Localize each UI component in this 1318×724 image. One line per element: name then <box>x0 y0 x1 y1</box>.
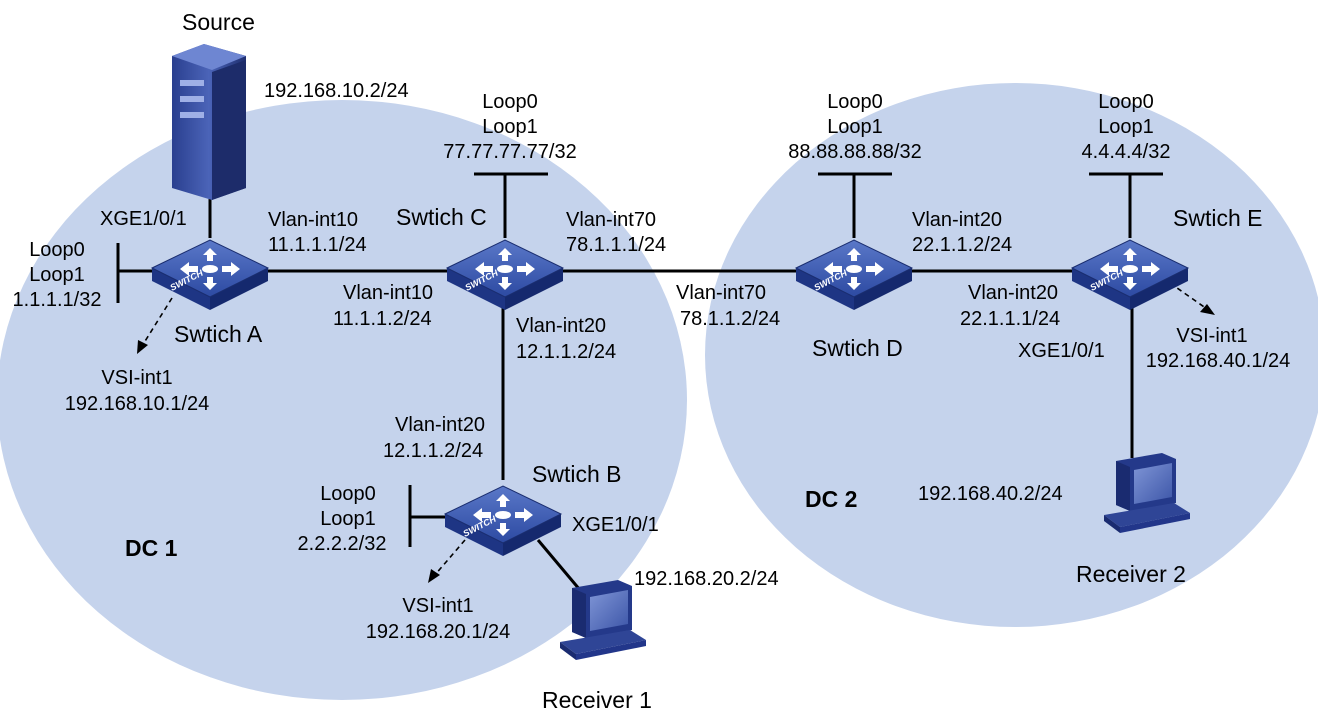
receiver-1-icon[interactable] <box>560 580 646 660</box>
link-a-c-a-ip: 11.1.1.1/24 <box>268 234 367 256</box>
switch-c-name: Swtich C <box>396 204 487 230</box>
link-d-e-e-if: Vlan-int20 <box>968 282 1058 304</box>
receiver-1-ip: 192.168.20.2/24 <box>634 568 779 590</box>
switch-e-loop1: Loop1 <box>1098 116 1154 138</box>
link-b-receiver1 <box>536 539 582 591</box>
switch-b-vsi-name: VSI-int1 <box>402 595 473 617</box>
link-a-c-c-if: Vlan-int10 <box>343 282 433 304</box>
link-d-e-d-ip: 22.1.1.2/24 <box>912 234 1012 256</box>
dc1-label: DC 1 <box>125 535 178 561</box>
switch-a-loop1: Loop1 <box>29 264 85 286</box>
switch-a-name: Swtich A <box>174 321 263 347</box>
switch-d-loop1: Loop1 <box>827 116 883 138</box>
link-c-d-c-ip: 78.1.1.1/24 <box>566 234 666 256</box>
switch-e-port: XGE1/0/1 <box>1018 340 1105 362</box>
switch-e-icon[interactable]: SWITCH <box>1071 239 1189 311</box>
switch-b-loop1: Loop1 <box>320 508 376 530</box>
link-c-d-d-ip: 78.1.1.2/24 <box>680 308 780 330</box>
switch-d-loop0: Loop0 <box>827 91 883 113</box>
switch-e-loop0: Loop0 <box>1098 91 1154 113</box>
switch-d-name: Swtich D <box>812 335 903 361</box>
switch-a-loop-ip: 1.1.1.1/32 <box>13 289 102 311</box>
link-c-d-c-if: Vlan-int70 <box>566 209 656 231</box>
source-ip: 192.168.10.2/24 <box>264 80 409 102</box>
vsi-arrow-a <box>137 297 173 354</box>
switch-a-vsi-name: VSI-int1 <box>101 367 172 389</box>
vsi-arrow-b <box>428 539 466 583</box>
link-c-d-d-if: Vlan-int70 <box>676 282 766 304</box>
switch-a-vsi-ip: 192.168.10.1/24 <box>65 393 210 415</box>
receiver-2-label: Receiver 2 <box>1076 561 1186 587</box>
switch-b-loop-ip: 2.2.2.2/32 <box>298 533 387 555</box>
switch-e-vsi-ip: 192.168.40.1/24 <box>1146 350 1291 372</box>
switch-c-icon[interactable]: SWITCH <box>446 239 564 311</box>
link-c-b-b-if: Vlan-int20 <box>395 414 485 436</box>
switch-d-icon[interactable]: SWITCH <box>795 239 913 311</box>
receiver-1-label: Receiver 1 <box>542 687 652 713</box>
link-a-c-c-ip: 11.1.1.2/24 <box>333 308 432 330</box>
source-label: Source <box>182 9 255 35</box>
switch-e-loop-ip: 4.4.4.4/32 <box>1082 141 1171 163</box>
switch-a-port: XGE1/0/1 <box>100 208 187 230</box>
switch-e-vsi-name: VSI-int1 <box>1176 325 1247 347</box>
switch-e-name: Swtich E <box>1173 205 1262 231</box>
link-d-e-e-ip: 22.1.1.1/24 <box>960 308 1060 330</box>
switch-b-loop0: Loop0 <box>320 483 376 505</box>
server-icon <box>172 44 246 200</box>
receiver-2-ip: 192.168.40.2/24 <box>918 483 1063 505</box>
link-c-b-c-if: Vlan-int20 <box>516 315 606 337</box>
switch-c-loop-ip: 77.77.77.77/32 <box>443 141 576 163</box>
switch-a-icon[interactable]: SWITCH <box>151 239 269 311</box>
switch-a-loop0: Loop0 <box>29 239 85 261</box>
link-c-b-b-ip: 12.1.1.2/24 <box>383 440 483 462</box>
switch-b-port: XGE1/0/1 <box>572 514 659 536</box>
vsi-arrow-e <box>1169 282 1215 315</box>
link-d-e-d-if: Vlan-int20 <box>912 209 1002 231</box>
switch-c-loop1: Loop1 <box>482 116 538 138</box>
link-c-b-c-ip: 12.1.1.2/24 <box>516 341 616 363</box>
link-a-c-a-if: Vlan-int10 <box>268 209 358 231</box>
dc2-label: DC 2 <box>805 486 857 512</box>
switch-b-icon[interactable]: SWITCH <box>444 485 562 557</box>
switch-b-name: Swtich B <box>532 461 621 487</box>
switch-b-vsi-ip: 192.168.20.1/24 <box>366 621 511 643</box>
switch-c-loop0: Loop0 <box>482 91 538 113</box>
switch-d-loop-ip: 88.88.88.88/32 <box>788 141 921 163</box>
